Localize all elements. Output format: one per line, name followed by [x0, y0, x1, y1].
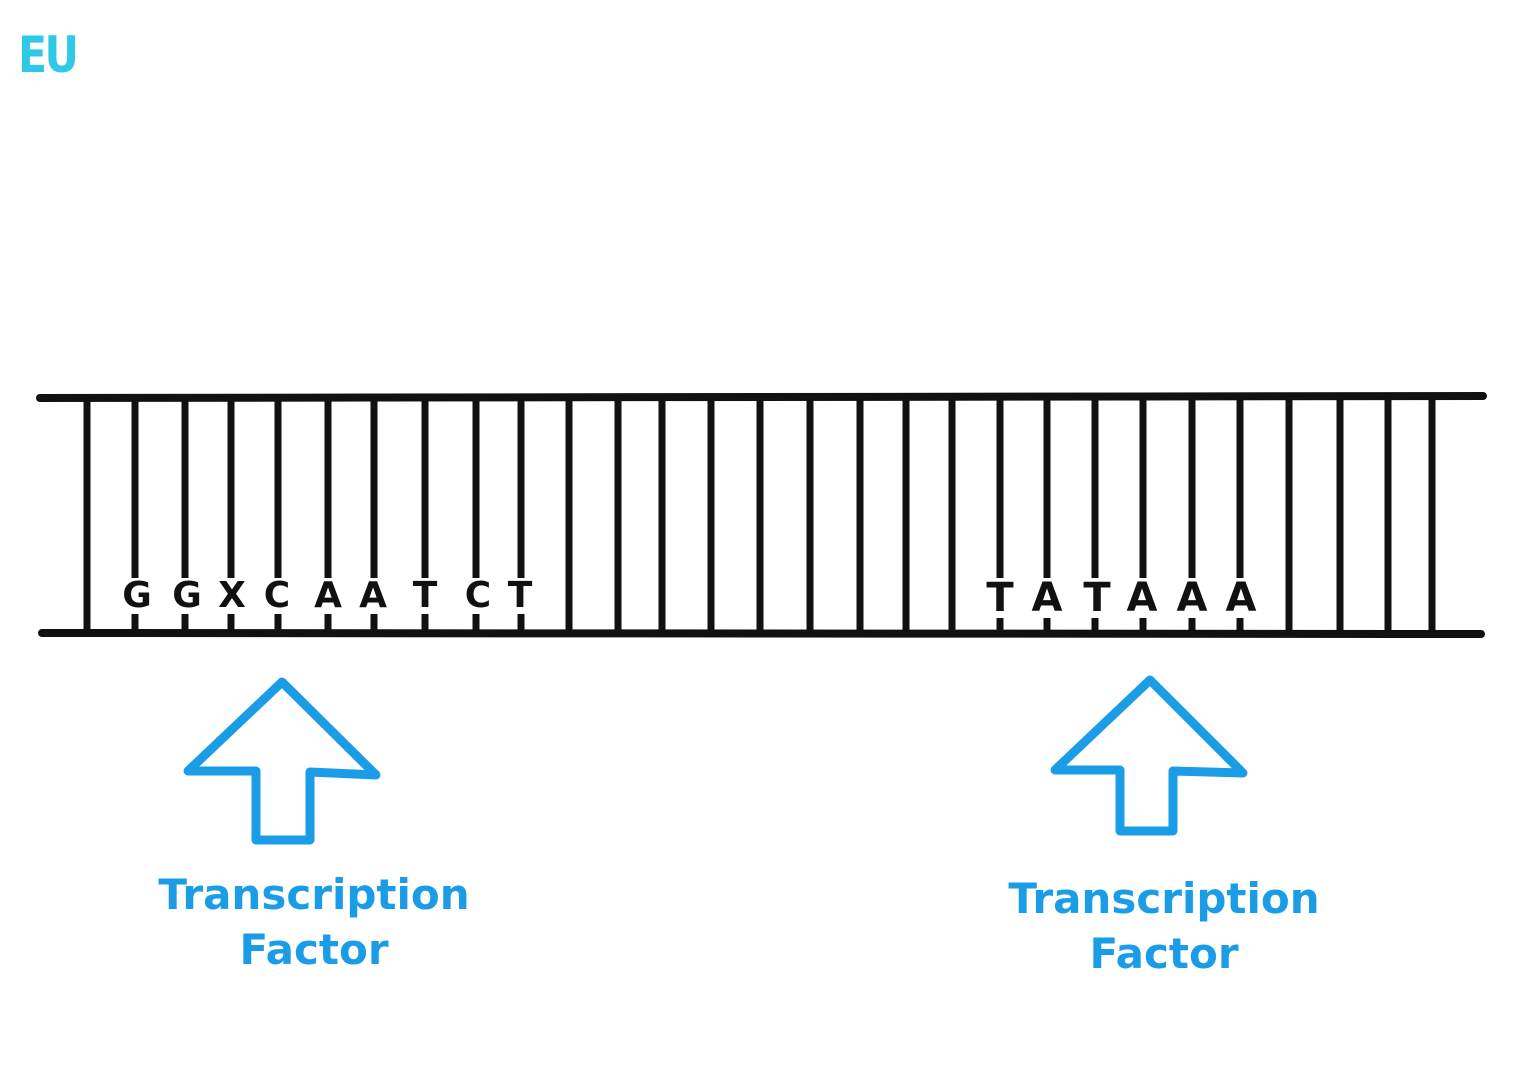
base-letter: T: [405, 578, 445, 614]
tf-label-line1: Transcription: [1008, 874, 1320, 923]
base-letter: A: [308, 578, 348, 614]
tf-label-line2: Factor: [1089, 928, 1239, 978]
bottom-strand: [38, 629, 1485, 638]
base-letter: T: [1077, 578, 1117, 618]
tf-label-line2: Factor: [239, 924, 389, 974]
base-letter: A: [1122, 578, 1162, 618]
tf-label-line1: Transcription: [158, 870, 470, 919]
base-letter: X: [212, 578, 252, 614]
base-letter: T: [980, 578, 1020, 618]
arrow-up-icon: [183, 677, 381, 845]
base-letter: T: [500, 578, 540, 614]
base-letter: A: [1027, 578, 1067, 618]
arrow-up-icon: [1050, 675, 1248, 836]
transcription-factor-label-left: Transcription Factor: [154, 868, 474, 977]
base-letter: C: [458, 578, 498, 614]
base-letter: A: [353, 578, 393, 614]
base-letter: A: [1172, 578, 1212, 618]
transcription-factor-label-right: Transcription Factor: [1004, 872, 1324, 981]
base-letter: G: [167, 578, 207, 614]
top-strand: [36, 392, 1487, 402]
eu-logo: EU: [18, 26, 79, 84]
base-letter: G: [117, 578, 157, 614]
base-letter: A: [1221, 578, 1261, 618]
base-letter: C: [257, 578, 297, 614]
